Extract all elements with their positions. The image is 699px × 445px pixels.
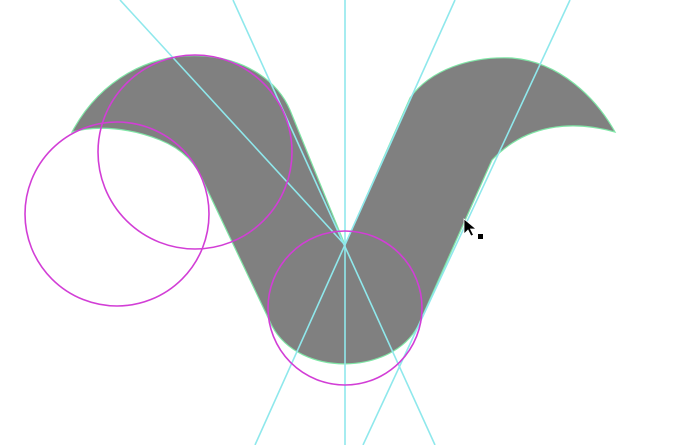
- guide-line-diagonal-left-inner[interactable]: [232, 0, 436, 445]
- guide-lines: [119, 0, 571, 445]
- construction-circles: [24, 54, 423, 386]
- construction-circle-bottom[interactable]: [267, 230, 423, 386]
- construction-circle-left-outer[interactable]: [24, 121, 210, 307]
- construction-circle-upper[interactable]: [97, 54, 293, 250]
- arrow-cursor-with-anchor-icon: [463, 218, 483, 239]
- guide-line-diagonal-left-outer[interactable]: [119, 0, 346, 246]
- v-shape-artwork[interactable]: [70, 55, 617, 365]
- guide-line-diagonal-right-inner[interactable]: [254, 0, 456, 445]
